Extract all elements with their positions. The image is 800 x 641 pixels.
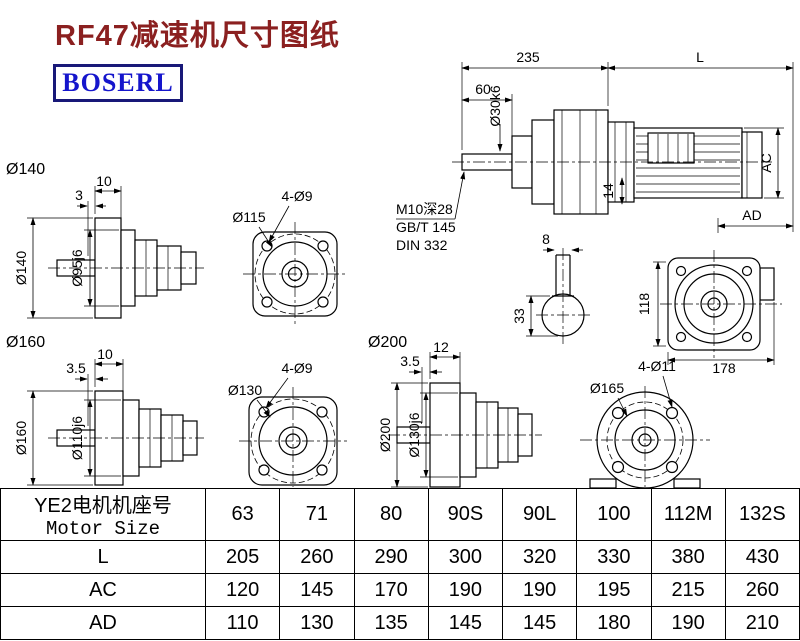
round165-holes-label: 4-Ø11 [638,358,676,374]
table-cell: 215 [650,573,726,607]
table-row-AC: AC 120 145 170 190 190 195 215 260 [0,573,800,607]
tap-note-line2: GB/T 145 [396,219,456,235]
flange140-shoulder-label: 3 [75,187,83,203]
page-title: RF47减速机尺寸图纸 [55,20,340,52]
table-cell: 190 [427,573,504,607]
flange140-outer-dia-label: Ø140 [13,251,29,285]
flange140-view: Ø140 10 3 Ø140 Ø95j6 [6,161,204,319]
table-cell: 145 [501,606,578,640]
motor-rear-view: 118 178 [636,250,782,376]
table-cell: 120 [204,573,281,607]
table-row-AD: AD 110 130 135 145 145 180 190 210 [0,606,800,640]
table-cell: 145 [427,606,504,640]
brand-logo: BOSERL [53,64,183,102]
table-cell: 130 [279,606,355,640]
rear-height-label: 118 [636,293,652,316]
dim-motor-height: AC [758,153,774,172]
tap-note-line1: M10深28 [396,201,453,217]
size-col: 132S [724,488,800,541]
square115-holes-label: 4-Ø9 [281,188,312,204]
flange200-shoulder-label: 3.5 [400,353,420,369]
flange160-pilot-dia-label: Ø110j6 [69,416,85,460]
motor-size-table: YE2电机机座号 Motor Size 63 71 80 90S 90L 100… [0,488,800,640]
table-cell: 260 [279,540,355,574]
dim-flange-offset: 14 [600,183,616,199]
flange200-label: Ø200 [368,334,407,351]
table-cell: 320 [501,540,578,574]
row-label: L [0,540,206,574]
key-height-label: 33 [511,308,527,324]
square-flange115-view: 4-Ø9 Ø115 [232,188,347,326]
table-cell: 190 [501,573,578,607]
size-col: 90S [427,488,504,541]
table-cell: 190 [650,606,726,640]
size-col: 71 [279,488,355,541]
size-col: 100 [576,488,652,541]
flange160-outer-dia-label: Ø160 [13,421,29,455]
flange160-view: Ø160 10 3.5 Ø160 Ø110j6 [6,334,204,486]
assembly-side-view [452,109,772,215]
square130-bolt-circle-label: Ø130 [228,382,262,398]
assembly-dimensions: 235 L 60 Ø30k6 AC 14 AD M10深28 GB/T 145 … [396,49,794,253]
dim-total-front: 235 [516,49,540,65]
size-col: 80 [353,488,429,541]
table-cell: 210 [724,606,800,640]
table-header-motor-size: YE2电机机座号 Motor Size [0,488,206,541]
square130-holes-label: 4-Ø9 [281,360,312,376]
table-cell: 380 [650,540,726,574]
square115-bolt-circle-label: Ø115 [232,209,265,225]
size-col: 112M [650,488,726,541]
key-width-label: 8 [542,231,550,247]
table-cell: 260 [724,573,800,607]
table-cell: 135 [353,606,429,640]
table-cell: 430 [724,540,800,574]
round165-bolt-circle-label: Ø165 [590,380,624,396]
flange160-shoulder-label: 3.5 [66,360,86,376]
table-cell: 330 [576,540,652,574]
technical-drawing: 235 L 60 Ø30k6 AC 14 AD M10深28 GB/T 145 … [6,49,794,489]
motor-size-header-cn: YE2电机机座号 [34,495,172,517]
flange140-width-label: 10 [96,173,112,189]
flange140-label: Ø140 [6,161,45,178]
flange200-view: Ø200 12 3.5 Ø200 Ø130j6 [368,334,542,488]
table-cell: 205 [204,540,281,574]
table-row-L: L 205 260 290 300 320 330 380 430 [0,540,800,574]
table-cell: 110 [204,606,281,640]
round-flange165-view: 4-Ø11 Ø165 [580,358,710,489]
table-row-header: YE2电机机座号 Motor Size 63 71 80 90S 90L 100… [0,488,800,541]
flange140-pilot-dia-label: Ø95j6 [69,249,85,287]
size-col: 63 [204,488,281,541]
flange200-outer-dia-label: Ø200 [377,418,393,452]
table-cell: 180 [576,606,652,640]
tap-note-line3: DIN 332 [396,237,448,253]
square-flange130-view: 4-Ø9 Ø130 [228,360,347,487]
shaft-diameter-label: Ø30k6 [487,85,503,126]
size-col: 90L [501,488,578,541]
table-cell: 170 [353,573,429,607]
flange160-label: Ø160 [6,334,45,351]
motor-size-header-en: Motor Size [45,518,161,540]
row-label: AC [0,573,206,607]
table-cell: 300 [427,540,504,574]
shaft-key-section: 8 33 [511,231,590,344]
table-cell: 195 [576,573,652,607]
rear-width-label: 178 [712,360,736,376]
table-cell: 145 [279,573,355,607]
flange160-width-label: 10 [97,346,113,362]
table-cell: 290 [353,540,429,574]
flange200-width-label: 12 [433,339,449,355]
dim-motor-width: AD [742,207,761,223]
flange200-pilot-dia-label: Ø130j6 [406,412,422,457]
dim-shaft-length: 60 [475,81,491,97]
dim-motor-length: L [696,49,704,65]
row-label: AD [0,606,206,640]
